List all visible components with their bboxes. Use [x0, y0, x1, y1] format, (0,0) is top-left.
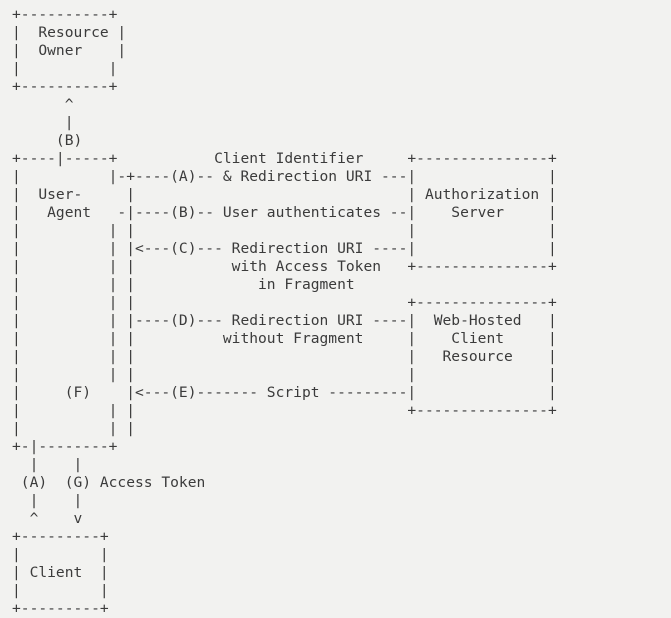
ascii-art-diagram: +----------+ | Resource | | Owner | | | … [12, 6, 557, 617]
